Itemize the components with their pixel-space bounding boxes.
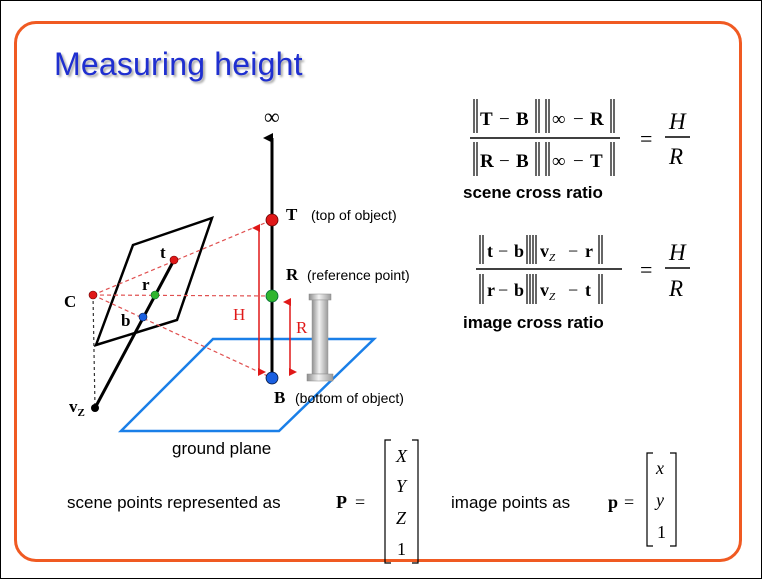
svg-text:t: t — [585, 280, 591, 300]
point-vz — [91, 404, 99, 412]
svg-text:vZ: vZ — [540, 241, 556, 264]
image-plane — [93, 215, 215, 347]
svg-text:H: H — [668, 109, 687, 134]
image-cross-ratio-caption: image cross ratio — [463, 313, 604, 332]
label-T-desc: (top of object) — [311, 207, 397, 223]
svg-text:T: T — [480, 109, 493, 130]
p-vec-1: y — [654, 490, 664, 510]
svg-text:r: r — [585, 241, 593, 261]
svg-text:R: R — [480, 151, 494, 172]
point-t — [169, 255, 179, 265]
label-ground-plane: ground plane — [172, 439, 271, 458]
P-vec-1: Y — [396, 476, 408, 496]
label-vz: vZ — [69, 397, 85, 419]
point-B — [265, 371, 279, 385]
label-b: b — [121, 311, 130, 330]
svg-text:−: − — [499, 109, 510, 130]
svg-text:B: B — [516, 151, 529, 172]
image-points-text: image points as — [451, 493, 570, 512]
label-B-desc: (bottom of object) — [295, 390, 404, 406]
p-vector: p = x y 1 — [608, 452, 677, 547]
label-H: H — [233, 305, 245, 324]
projection-lines — [92, 219, 273, 379]
label-R-desc: (reference point) — [307, 267, 410, 283]
svg-text:∞: ∞ — [552, 151, 566, 172]
svg-text:=: = — [640, 257, 652, 282]
column-icon — [306, 293, 334, 382]
slide-title: Measuring height — [54, 46, 303, 82]
svg-text:b: b — [514, 241, 524, 261]
svg-text:vZ: vZ — [540, 280, 556, 303]
svg-text:p: p — [608, 492, 618, 512]
P-vec-0: X — [395, 446, 408, 466]
svg-text:∞: ∞ — [552, 109, 566, 130]
svg-text:b: b — [514, 280, 524, 300]
svg-text:t: t — [487, 241, 493, 261]
ground-plane — [117, 337, 378, 433]
scene-cross-ratio-caption: scene cross ratio — [463, 183, 603, 202]
svg-text:−: − — [499, 151, 510, 172]
image-cross-ratio-formula: t − b vZ − r r − b vZ − t = H R — [476, 235, 690, 304]
svg-text:r: r — [487, 280, 495, 300]
label-R-height: R — [296, 318, 308, 337]
label-C: C — [64, 292, 76, 311]
svg-text:−: − — [568, 241, 578, 261]
svg-text:P: P — [336, 492, 347, 512]
svg-text:T: T — [590, 151, 603, 172]
camera-vz-line — [92, 294, 96, 409]
p-vec-2: 1 — [657, 522, 666, 542]
point-r — [150, 290, 160, 300]
label-B: B — [274, 388, 285, 407]
svg-text:=: = — [355, 492, 365, 512]
svg-text:R: R — [668, 144, 683, 169]
label-T: T — [286, 205, 298, 224]
slide-card — [14, 21, 742, 562]
svg-text:R: R — [590, 109, 604, 130]
point-T — [265, 213, 279, 227]
point-R — [265, 289, 279, 303]
point-b — [138, 312, 148, 322]
p-vec-0: x — [655, 458, 664, 478]
svg-text:=: = — [624, 492, 634, 512]
P-vec-2: Z — [396, 508, 407, 528]
svg-text:R: R — [668, 276, 683, 301]
label-R: R — [286, 265, 299, 284]
label-t: t — [160, 243, 166, 262]
svg-text:H: H — [668, 240, 687, 265]
svg-text:B: B — [516, 109, 529, 130]
svg-text:−: − — [573, 109, 584, 130]
infinity-label: ∞ — [264, 104, 280, 129]
image-line — [93, 259, 176, 409]
svg-text:−: − — [568, 280, 578, 300]
P-vector: P = X Y Z 1 — [336, 439, 419, 564]
label-r: r — [142, 275, 150, 294]
svg-text:−: − — [498, 241, 508, 261]
svg-text:−: − — [498, 280, 508, 300]
scene-points-text: scene points represented as — [67, 493, 281, 512]
P-vec-3: 1 — [397, 539, 406, 559]
svg-text:=: = — [640, 126, 652, 151]
scene-cross-ratio-formula: T − B ∞ − R R − B ∞ − T = H R — [470, 99, 690, 176]
point-C — [88, 290, 98, 300]
svg-text:−: − — [573, 151, 584, 172]
